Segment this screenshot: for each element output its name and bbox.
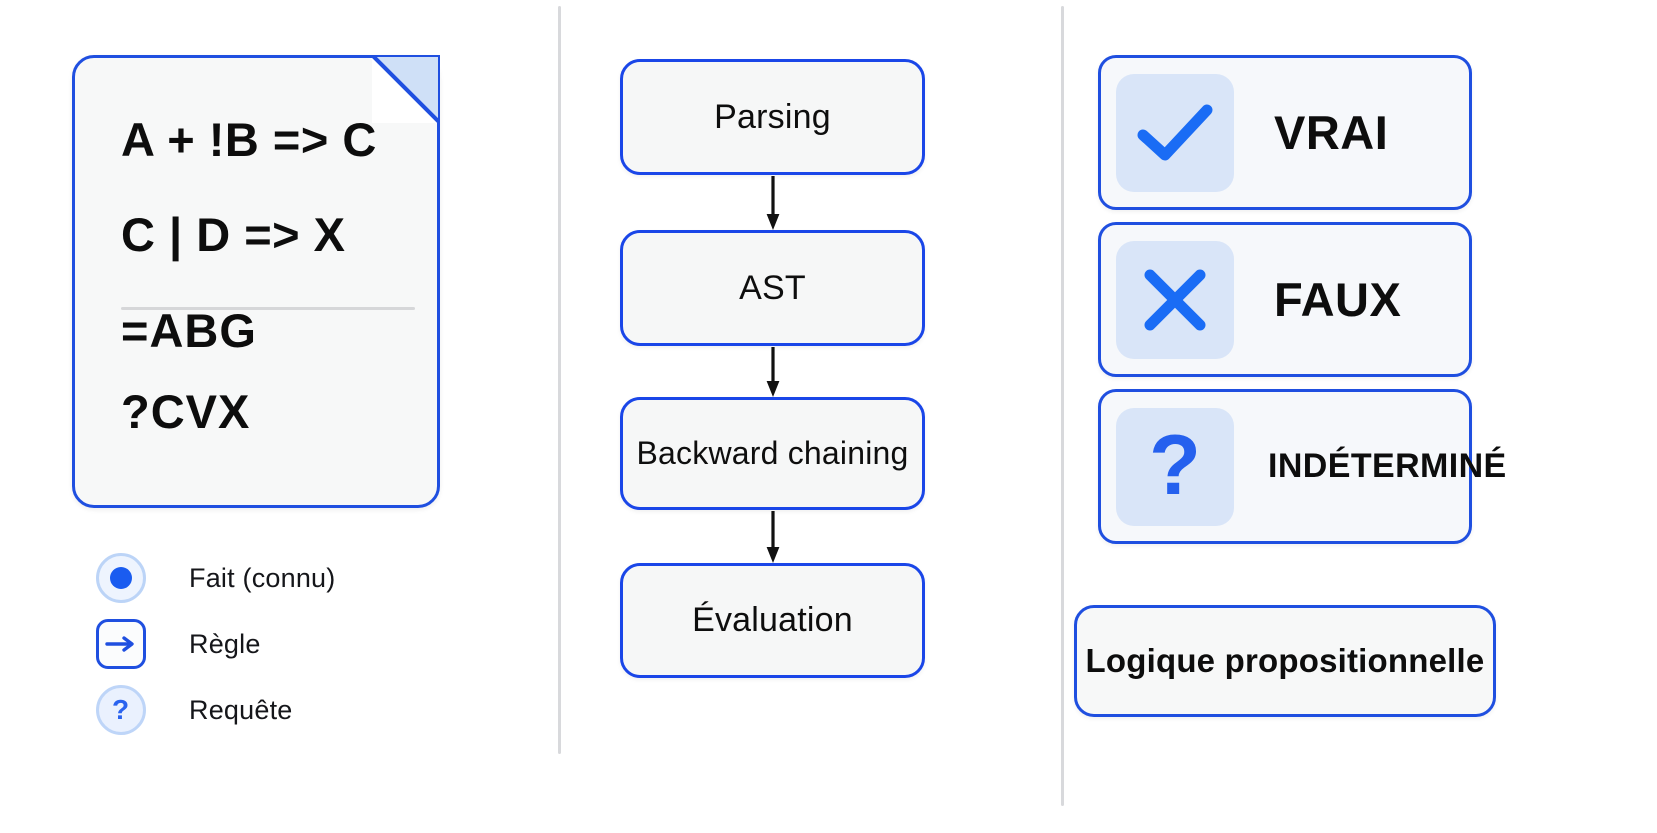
rule-line-1: A + !B => C <box>121 113 377 166</box>
state-card-label: INDÉTERMINÉ <box>1268 447 1507 485</box>
column-divider-left <box>558 6 561 754</box>
pipeline-step-label: AST <box>739 268 806 307</box>
pipeline-arrow-3 <box>766 511 780 564</box>
document-separator <box>121 307 415 310</box>
legend-item-label: Requête <box>189 694 293 725</box>
rule-arrow-icon <box>92 616 149 673</box>
legend-item-fact[interactable]: Fait (connu) <box>92 545 335 611</box>
check-icon <box>1116 73 1234 192</box>
pipeline-arrow-1 <box>766 176 780 231</box>
legend-item-rule[interactable]: Règle <box>92 611 335 677</box>
fact-dot-icon <box>92 550 149 607</box>
pipeline-step-backward-chaining[interactable]: Backward chaining <box>620 397 925 510</box>
knowledge-base-content: A + !B => C C | D => X =ABG ?CVX <box>75 58 437 505</box>
facts-line: =ABG <box>121 304 257 357</box>
cross-icon <box>1116 240 1234 359</box>
pipeline-step-ast[interactable]: AST <box>620 230 925 346</box>
queries-line: ?CVX <box>121 385 251 438</box>
state-card-vrai[interactable]: VRAI <box>1098 55 1472 210</box>
knowledge-base-document-card[interactable]: A + !B => C C | D => X =ABG ?CVX <box>72 55 440 508</box>
legend-item-label: Règle <box>189 628 261 659</box>
pipeline-step-label: Parsing <box>714 97 831 136</box>
pipeline-step-label: Backward chaining <box>636 435 909 471</box>
pipeline-arrow-2 <box>766 347 780 398</box>
state-card-label: VRAI <box>1274 106 1389 159</box>
question-icon: ? <box>1116 407 1234 526</box>
pipeline-step-evaluation[interactable]: Évaluation <box>620 563 925 678</box>
state-card-indetermine[interactable]: ? INDÉTERMINÉ <box>1098 389 1506 544</box>
pipeline-step-parsing[interactable]: Parsing <box>620 59 925 175</box>
footer-label: Logique propositionnelle <box>1085 642 1485 679</box>
state-card-faux[interactable]: FAUX <box>1098 222 1472 377</box>
legend-item-query[interactable]: ? Requête <box>92 677 335 743</box>
query-question-icon: ? <box>92 682 149 739</box>
rule-line-2: C | D => X <box>121 208 346 261</box>
state-card-label: FAUX <box>1274 273 1402 326</box>
legend-item-label: Fait (connu) <box>189 562 336 593</box>
legend: Fait (connu) Règle ? Requête <box>92 545 335 743</box>
column-divider-right <box>1061 6 1064 806</box>
pipeline-step-label: Évaluation <box>692 601 853 639</box>
footer-card-logic-type[interactable]: Logique propositionnelle <box>1074 605 1496 717</box>
